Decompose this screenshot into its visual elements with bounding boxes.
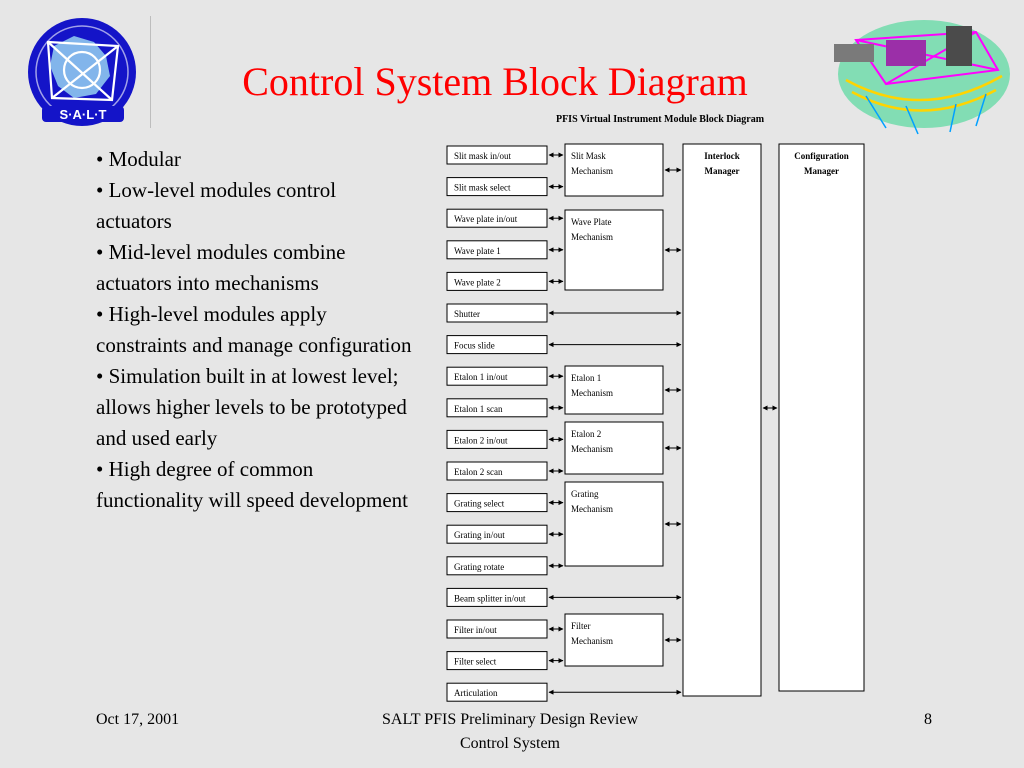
manager-label: Interlock: [704, 151, 740, 161]
low-level-module-label: Wave plate 2: [454, 277, 501, 287]
bullet-item: • Modular: [96, 147, 181, 171]
low-level-module-label: Slit mask select: [454, 183, 511, 193]
mechanism-label: Grating: [571, 489, 599, 499]
low-level-module-label: Grating in/out: [454, 530, 505, 540]
mechanism-label: Mechanism: [571, 444, 613, 454]
low-level-module-label: Filter in/out: [454, 625, 497, 635]
low-level-module-label: Focus slide: [454, 341, 495, 351]
low-level-module-box: [446, 303, 548, 323]
bullet-item: • High-level modules apply constraints a…: [96, 302, 412, 357]
bullet-item: • Simulation built in at lowest level; a…: [96, 364, 407, 450]
footer-center: SALT PFIS Preliminary Design Review Cont…: [300, 708, 720, 756]
low-level-module-box: [446, 335, 548, 355]
bullet-item: • Low-level modules control actuators: [96, 178, 337, 233]
low-level-module-box: [446, 651, 548, 671]
low-level-module-box: [446, 271, 548, 291]
low-level-module-box: [446, 556, 548, 576]
mechanism-label: Mechanism: [571, 388, 613, 398]
footer-line2: Control System: [459, 735, 560, 752]
mechanism-label: Mechanism: [571, 166, 613, 176]
manager-label: Manager: [705, 166, 740, 176]
footer-date: Oct 17, 2001: [96, 711, 180, 728]
low-level-module-box: [446, 493, 548, 513]
mechanism-box: [564, 209, 664, 291]
low-level-module-label: Shutter: [454, 309, 480, 319]
low-level-module-box: [446, 429, 548, 449]
footer-line1: SALT PFIS Preliminary Design Review: [381, 711, 638, 728]
low-level-module-label: Slit mask in/out: [454, 151, 512, 161]
mechanism-label: Mechanism: [571, 504, 613, 514]
mechanism-label: Slit Mask: [571, 151, 606, 161]
low-level-module-label: Wave plate in/out: [454, 214, 518, 224]
logo-divider: [150, 16, 151, 128]
low-level-module-label: Etalon 1 in/out: [454, 372, 508, 382]
mechanism-label: Mechanism: [571, 232, 613, 242]
bullet-list: • Modular • Low-level modules control ac…: [96, 144, 416, 516]
low-level-module-box: [446, 524, 548, 544]
low-level-module-label: Filter select: [454, 657, 497, 667]
low-level-module-box: [446, 145, 548, 165]
mechanism-box: [564, 365, 664, 415]
slide-title: Control System Block Diagram: [242, 59, 748, 104]
bullet-item: • High degree of common functionality wi…: [96, 457, 409, 512]
low-level-module-label: Articulation: [454, 688, 498, 698]
bullet-item: • Mid-level modules combine actuators in…: [96, 240, 346, 295]
mechanism-label: Etalon 1: [571, 373, 601, 383]
low-level-module-box: [446, 398, 548, 418]
low-level-module-box: [446, 587, 548, 607]
low-level-module-box: [446, 619, 548, 639]
low-level-module-box: [446, 240, 548, 260]
manager-label: Manager: [804, 166, 839, 176]
low-level-module-box: [446, 177, 548, 197]
interlock-manager-box: [682, 143, 762, 697]
mechanism-box: [564, 613, 664, 667]
low-level-module-label: Beam splitter in/out: [454, 593, 526, 603]
mechanism-box: [564, 481, 664, 567]
configuration-manager-box: [778, 143, 865, 692]
telescope-illustration: [834, 20, 1010, 135]
mechanism-label: Filter: [571, 621, 591, 631]
diagram-title: PFIS Virtual Instrument Module Block Dia…: [555, 114, 765, 125]
svg-text:S·A·L·T: S·A·L·T: [60, 107, 107, 122]
mechanism-label: Mechanism: [571, 636, 613, 646]
low-level-module-box: [446, 366, 548, 386]
mechanism-box: [564, 421, 664, 475]
mechanism-label: Wave Plate: [571, 217, 612, 227]
low-level-module-box: [446, 461, 548, 481]
low-level-module-box: [446, 208, 548, 228]
mechanism-label: Etalon 2: [571, 429, 601, 439]
low-level-module-label: Grating rotate: [454, 562, 504, 572]
low-level-module-label: Grating select: [454, 499, 505, 509]
low-level-module-label: Etalon 2 in/out: [454, 435, 508, 445]
page-number: 8: [924, 711, 932, 728]
mechanism-box: [564, 143, 664, 197]
low-level-module-label: Etalon 2 scan: [454, 467, 503, 477]
salt-logo: S·A·L·T: [14, 16, 152, 128]
manager-label: Configuration: [794, 151, 849, 161]
low-level-module-label: Etalon 1 scan: [454, 404, 503, 414]
low-level-module-box: [446, 682, 548, 702]
low-level-module-label: Wave plate 1: [454, 246, 501, 256]
